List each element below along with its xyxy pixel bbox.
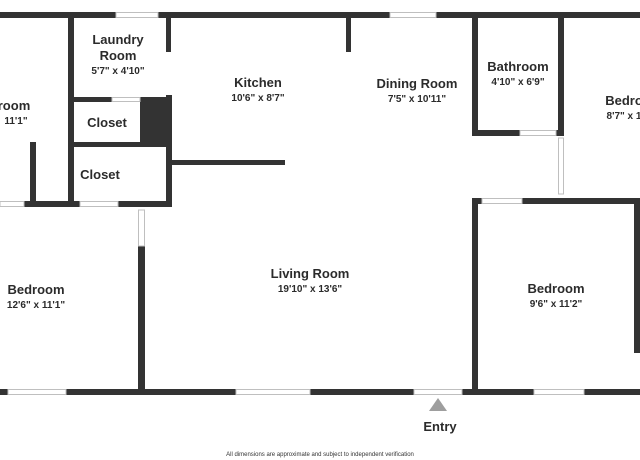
door-laundry <box>111 97 141 102</box>
door-entry <box>413 389 463 395</box>
entry-arrow-icon <box>429 398 447 411</box>
hatched-shaft <box>145 101 167 143</box>
door-left-room <box>0 201 25 207</box>
door-bedroom-left <box>138 209 145 247</box>
closet-small-name: Closet <box>87 115 127 130</box>
wall-bath-left <box>472 12 478 136</box>
bedroom-right-top-name: Bedro <box>605 93 640 108</box>
door-bedroom-right <box>481 198 523 204</box>
wall-left-room <box>68 12 74 202</box>
room-left-top-dims: 11'1" <box>4 116 28 127</box>
window-living-bottom <box>235 389 311 395</box>
window-right-bottom <box>533 389 585 395</box>
wall-kitchen-left <box>166 95 172 207</box>
bathroom-name: Bathroom <box>487 59 548 74</box>
wall-bath-right <box>558 12 564 136</box>
wall-bedroom-right-top <box>472 198 640 204</box>
wall-kitchen-counter <box>172 160 285 165</box>
bathroom-dims: 4'10" x 6'9" <box>491 77 544 88</box>
wall-bottom <box>0 389 640 395</box>
window-dining <box>389 12 437 18</box>
bedroom-right-dims: 9'6" x 11'2" <box>530 299 583 310</box>
door-bath <box>519 130 557 136</box>
window-laundry <box>115 12 159 18</box>
wall-small-closet-bottom <box>68 142 171 147</box>
laundry-name-2: Room <box>100 48 137 63</box>
bedroom-left-dims: 12'6" x 11'1" <box>7 300 65 311</box>
footnote: All dimensions are approximate and subje… <box>226 452 414 458</box>
kitchen-dims: 10'6" x 8'7" <box>231 93 284 104</box>
wall-bedroom-right-right <box>634 198 640 353</box>
bedroom-left-name: Bedroom <box>7 282 64 297</box>
dining-name: Dining Room <box>377 76 458 91</box>
bedroom-right-name: Bedroom <box>527 281 584 296</box>
door-large-closet <box>79 201 119 207</box>
wall-large-closet-left <box>30 142 36 204</box>
wall-bath-bottom <box>472 130 564 136</box>
kitchen-name: Kitchen <box>234 75 282 90</box>
windows <box>0 12 585 395</box>
bedroom-right-top-dims: 8'7" x 1 <box>607 111 640 122</box>
living-name: Living Room <box>271 266 350 281</box>
living-dims: 19'10" x 13'6" <box>278 284 343 295</box>
room-left-top-name: room <box>0 98 30 113</box>
window-left-bottom <box>7 389 67 395</box>
closet-large-name: Closet <box>80 167 120 182</box>
wall-dining-stub <box>346 12 351 52</box>
dining-dims: 7'5" x 10'11" <box>388 94 446 105</box>
wall-bedroom-left-right <box>138 245 145 393</box>
wall-laundry-stub <box>166 12 171 52</box>
door-right-room <box>558 137 564 195</box>
laundry-dims: 5'7" x 4'10" <box>91 66 144 77</box>
laundry-name-1: Laundry <box>92 32 144 47</box>
wall-top <box>0 12 640 18</box>
wall-bedroom-right-left <box>472 198 478 393</box>
entry-label: Entry <box>423 419 457 434</box>
